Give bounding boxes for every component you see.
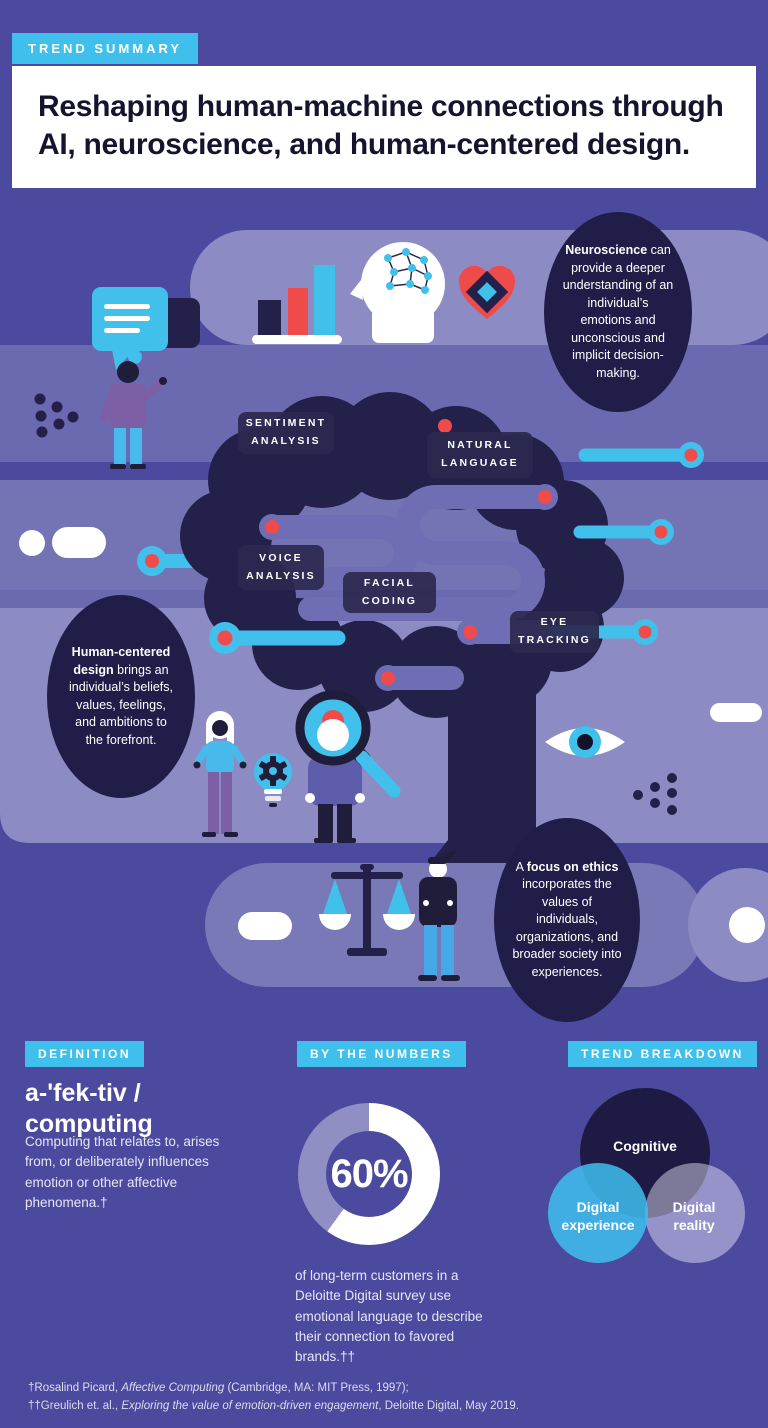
venn-circle-digital-experience bbox=[548, 1163, 648, 1263]
donut-hole bbox=[326, 1131, 412, 1217]
chip-sentiment-analysis: SENTIMENT ANALYSIS bbox=[238, 412, 334, 454]
neuroscience-bubble: Neuroscience can provide a deeper unders… bbox=[544, 212, 692, 412]
venn-diagram: Cognitive Digital experience Digital rea… bbox=[540, 1075, 768, 1275]
venn-label-cognitive: Cognitive bbox=[613, 1138, 677, 1154]
chip-natural-language: NATURAL LANGUAGE bbox=[427, 432, 533, 478]
dots-pattern-left bbox=[34, 393, 79, 438]
definition-tab: DEFINITION bbox=[25, 1041, 144, 1067]
neuroscience-bubble-text: Neuroscience can provide a deeper unders… bbox=[562, 243, 674, 380]
by-the-numbers-tab: BY THE NUMBERS bbox=[297, 1041, 466, 1067]
circuit-node bbox=[209, 442, 704, 654]
venn-label-digital-reality: Digital reality bbox=[672, 1199, 716, 1234]
magnifier-person-illustration bbox=[295, 690, 401, 843]
donut-chart: 60% bbox=[298, 1103, 440, 1245]
bar-chart-icon bbox=[252, 265, 342, 344]
human-centered-design-bubble: Human-centered design brings an individu… bbox=[47, 595, 195, 798]
heart-diamond-icon bbox=[459, 265, 515, 319]
chip-voice-analysis: VOICE ANALYSIS bbox=[238, 545, 324, 590]
neural-network-nodes bbox=[384, 248, 432, 294]
ethics-bubble: A focus on ethics incorporates the value… bbox=[494, 818, 640, 1022]
footnotes: †Rosalind Picard, Affective Computing (C… bbox=[28, 1380, 519, 1416]
gear-icon bbox=[258, 756, 288, 786]
speech-bubbles-icon bbox=[92, 287, 200, 370]
title-box: Reshaping human-machine connections thro… bbox=[12, 66, 756, 188]
ethics-bubble-text: A focus on ethics incorporates the value… bbox=[512, 859, 622, 979]
scales-icon bbox=[319, 864, 415, 956]
chip-facial-coding: FACIAL CODING bbox=[343, 572, 436, 613]
pill-shapes bbox=[19, 527, 765, 943]
trend-summary-tag: TREND SUMMARY bbox=[12, 33, 199, 64]
man-illustration bbox=[418, 850, 460, 981]
footnote-2: ††Greulich et. al., Exploring the value … bbox=[28, 1399, 519, 1412]
definition-body: Computing that relates to, arises from, … bbox=[25, 1134, 220, 1210]
venn-label-digital-experience: Digital experience bbox=[561, 1199, 635, 1234]
eye-icon bbox=[545, 726, 625, 758]
definition-term: a-'fek-tiv / computing bbox=[25, 1079, 153, 1138]
lightbulb-gear-icon bbox=[254, 753, 292, 807]
circuit-node bbox=[259, 419, 558, 691]
page-title: Reshaping human-machine connections thro… bbox=[38, 88, 756, 165]
donut-stat: 60% bbox=[330, 1151, 408, 1196]
chip-eye-tracking: EYE TRACKING bbox=[510, 611, 599, 653]
footnote-1: †Rosalind Picard, Affective Computing (C… bbox=[28, 1382, 409, 1394]
title-line-1: Reshaping human-machine connections thro… bbox=[38, 90, 724, 123]
main-illustration: SENTIMENT ANALYSIS NATURAL LANGUAGE VOIC… bbox=[0, 200, 768, 1030]
woman-illustration bbox=[193, 711, 247, 837]
trend-breakdown-tab: TREND BREAKDOWN bbox=[568, 1041, 757, 1067]
head-profile-icon bbox=[350, 242, 445, 343]
by-the-numbers-body: of long-term customers in a Deloitte Dig… bbox=[295, 1268, 483, 1364]
venn-circle-digital-reality bbox=[645, 1163, 745, 1263]
title-line-2: AI, neuroscience, and human-centered des… bbox=[38, 128, 690, 162]
human-centered-design-bubble-text: Human-centered design brings an individu… bbox=[69, 645, 173, 747]
person-waving-illustration bbox=[100, 350, 167, 469]
dots-pattern-right bbox=[633, 773, 677, 815]
